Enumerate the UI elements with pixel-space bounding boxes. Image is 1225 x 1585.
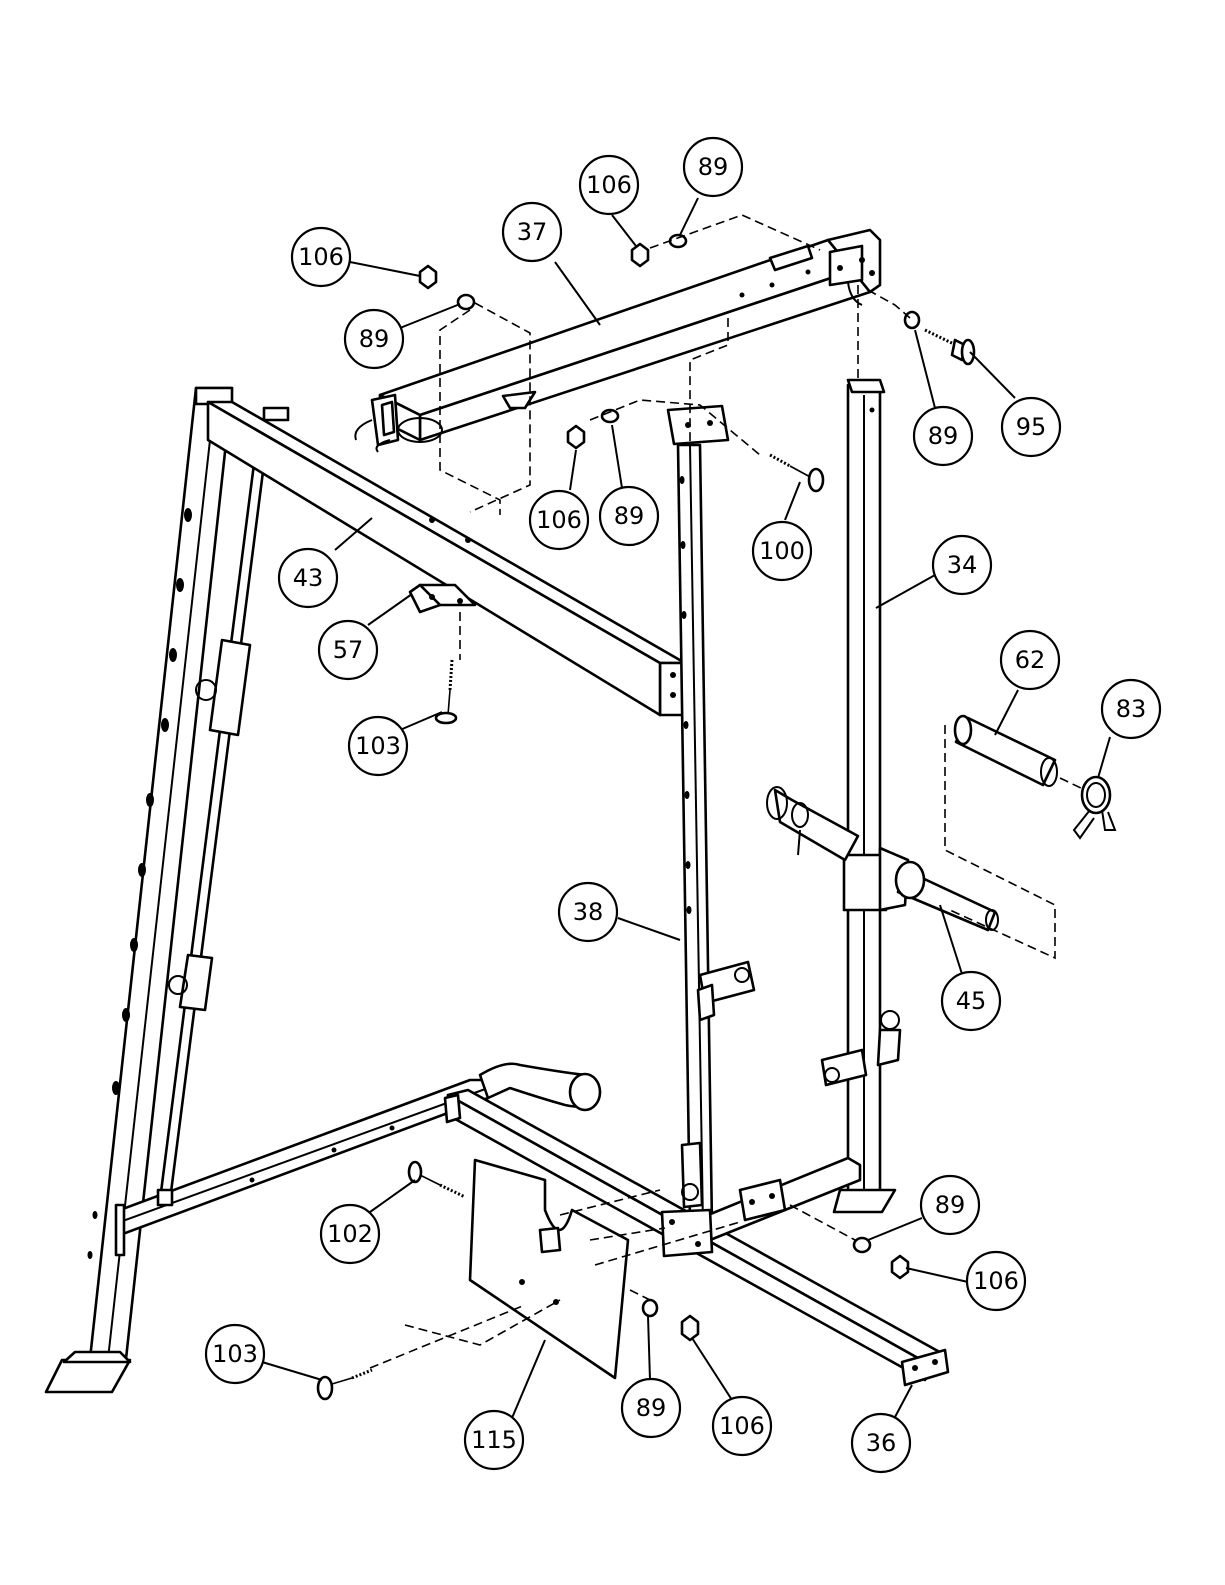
callout-57: 57 [319,621,377,679]
svg-text:106: 106 [536,506,582,534]
svg-text:89: 89 [935,1191,966,1219]
svg-text:62: 62 [1015,646,1046,674]
svg-text:103: 103 [212,1340,258,1368]
svg-text:102: 102 [327,1220,373,1248]
svg-text:36: 36 [866,1429,897,1457]
callout-36: 36 [852,1414,910,1472]
svg-text:89: 89 [698,153,729,181]
callout-62: 62 [1001,631,1059,689]
spring-clip-83 [1074,777,1115,838]
callout-38: 38 [559,883,617,941]
callout-89-top: 89 [684,138,742,196]
center-upright-38 [668,406,754,1225]
callout-106-mid: 106 [530,491,588,549]
callout-89-lower-right: 89 [921,1176,979,1234]
callout-106-lower-right: 106 [967,1252,1025,1310]
callout-100: 100 [753,522,811,580]
callout-106-lower: 106 [713,1397,771,1455]
svg-text:106: 106 [298,243,344,271]
callout-83: 83 [1102,680,1160,738]
cross-beam-43 [208,402,685,715]
svg-text:89: 89 [636,1394,667,1422]
callout-34: 34 [933,536,991,594]
callout-95: 95 [1002,398,1060,456]
callout-89-mid: 89 [600,487,658,545]
svg-text:106: 106 [719,1412,765,1440]
callout-103-upper: 103 [349,717,407,775]
svg-text:83: 83 [1116,695,1147,723]
right-upright-34 [822,380,908,1212]
callout-43: 43 [279,549,337,607]
svg-text:89: 89 [928,422,959,450]
callout-102: 102 [321,1205,379,1263]
callout-89-left: 89 [345,310,403,368]
callout-106-left: 106 [292,228,350,286]
callout-89-lower: 89 [622,1379,680,1437]
svg-text:103: 103 [355,732,401,760]
svg-text:57: 57 [333,636,364,664]
svg-text:100: 100 [759,537,805,565]
svg-text:106: 106 [586,171,632,199]
svg-text:115: 115 [471,1426,517,1454]
svg-text:45: 45 [956,987,987,1015]
callout-37: 37 [503,203,561,261]
svg-text:89: 89 [359,325,390,353]
svg-text:95: 95 [1016,413,1047,441]
svg-text:34: 34 [947,551,978,579]
callout-103-lower: 103 [206,1325,264,1383]
callout-45: 45 [942,972,1000,1030]
svg-text:106: 106 [973,1267,1019,1295]
svg-text:38: 38 [573,898,604,926]
svg-text:37: 37 [517,218,548,246]
svg-text:89: 89 [614,502,645,530]
callout-106-top: 106 [580,156,638,214]
callout-115: 115 [465,1411,523,1469]
sleeve-62 [955,716,1057,786]
svg-text:43: 43 [293,564,324,592]
callout-89-right: 89 [914,407,972,465]
